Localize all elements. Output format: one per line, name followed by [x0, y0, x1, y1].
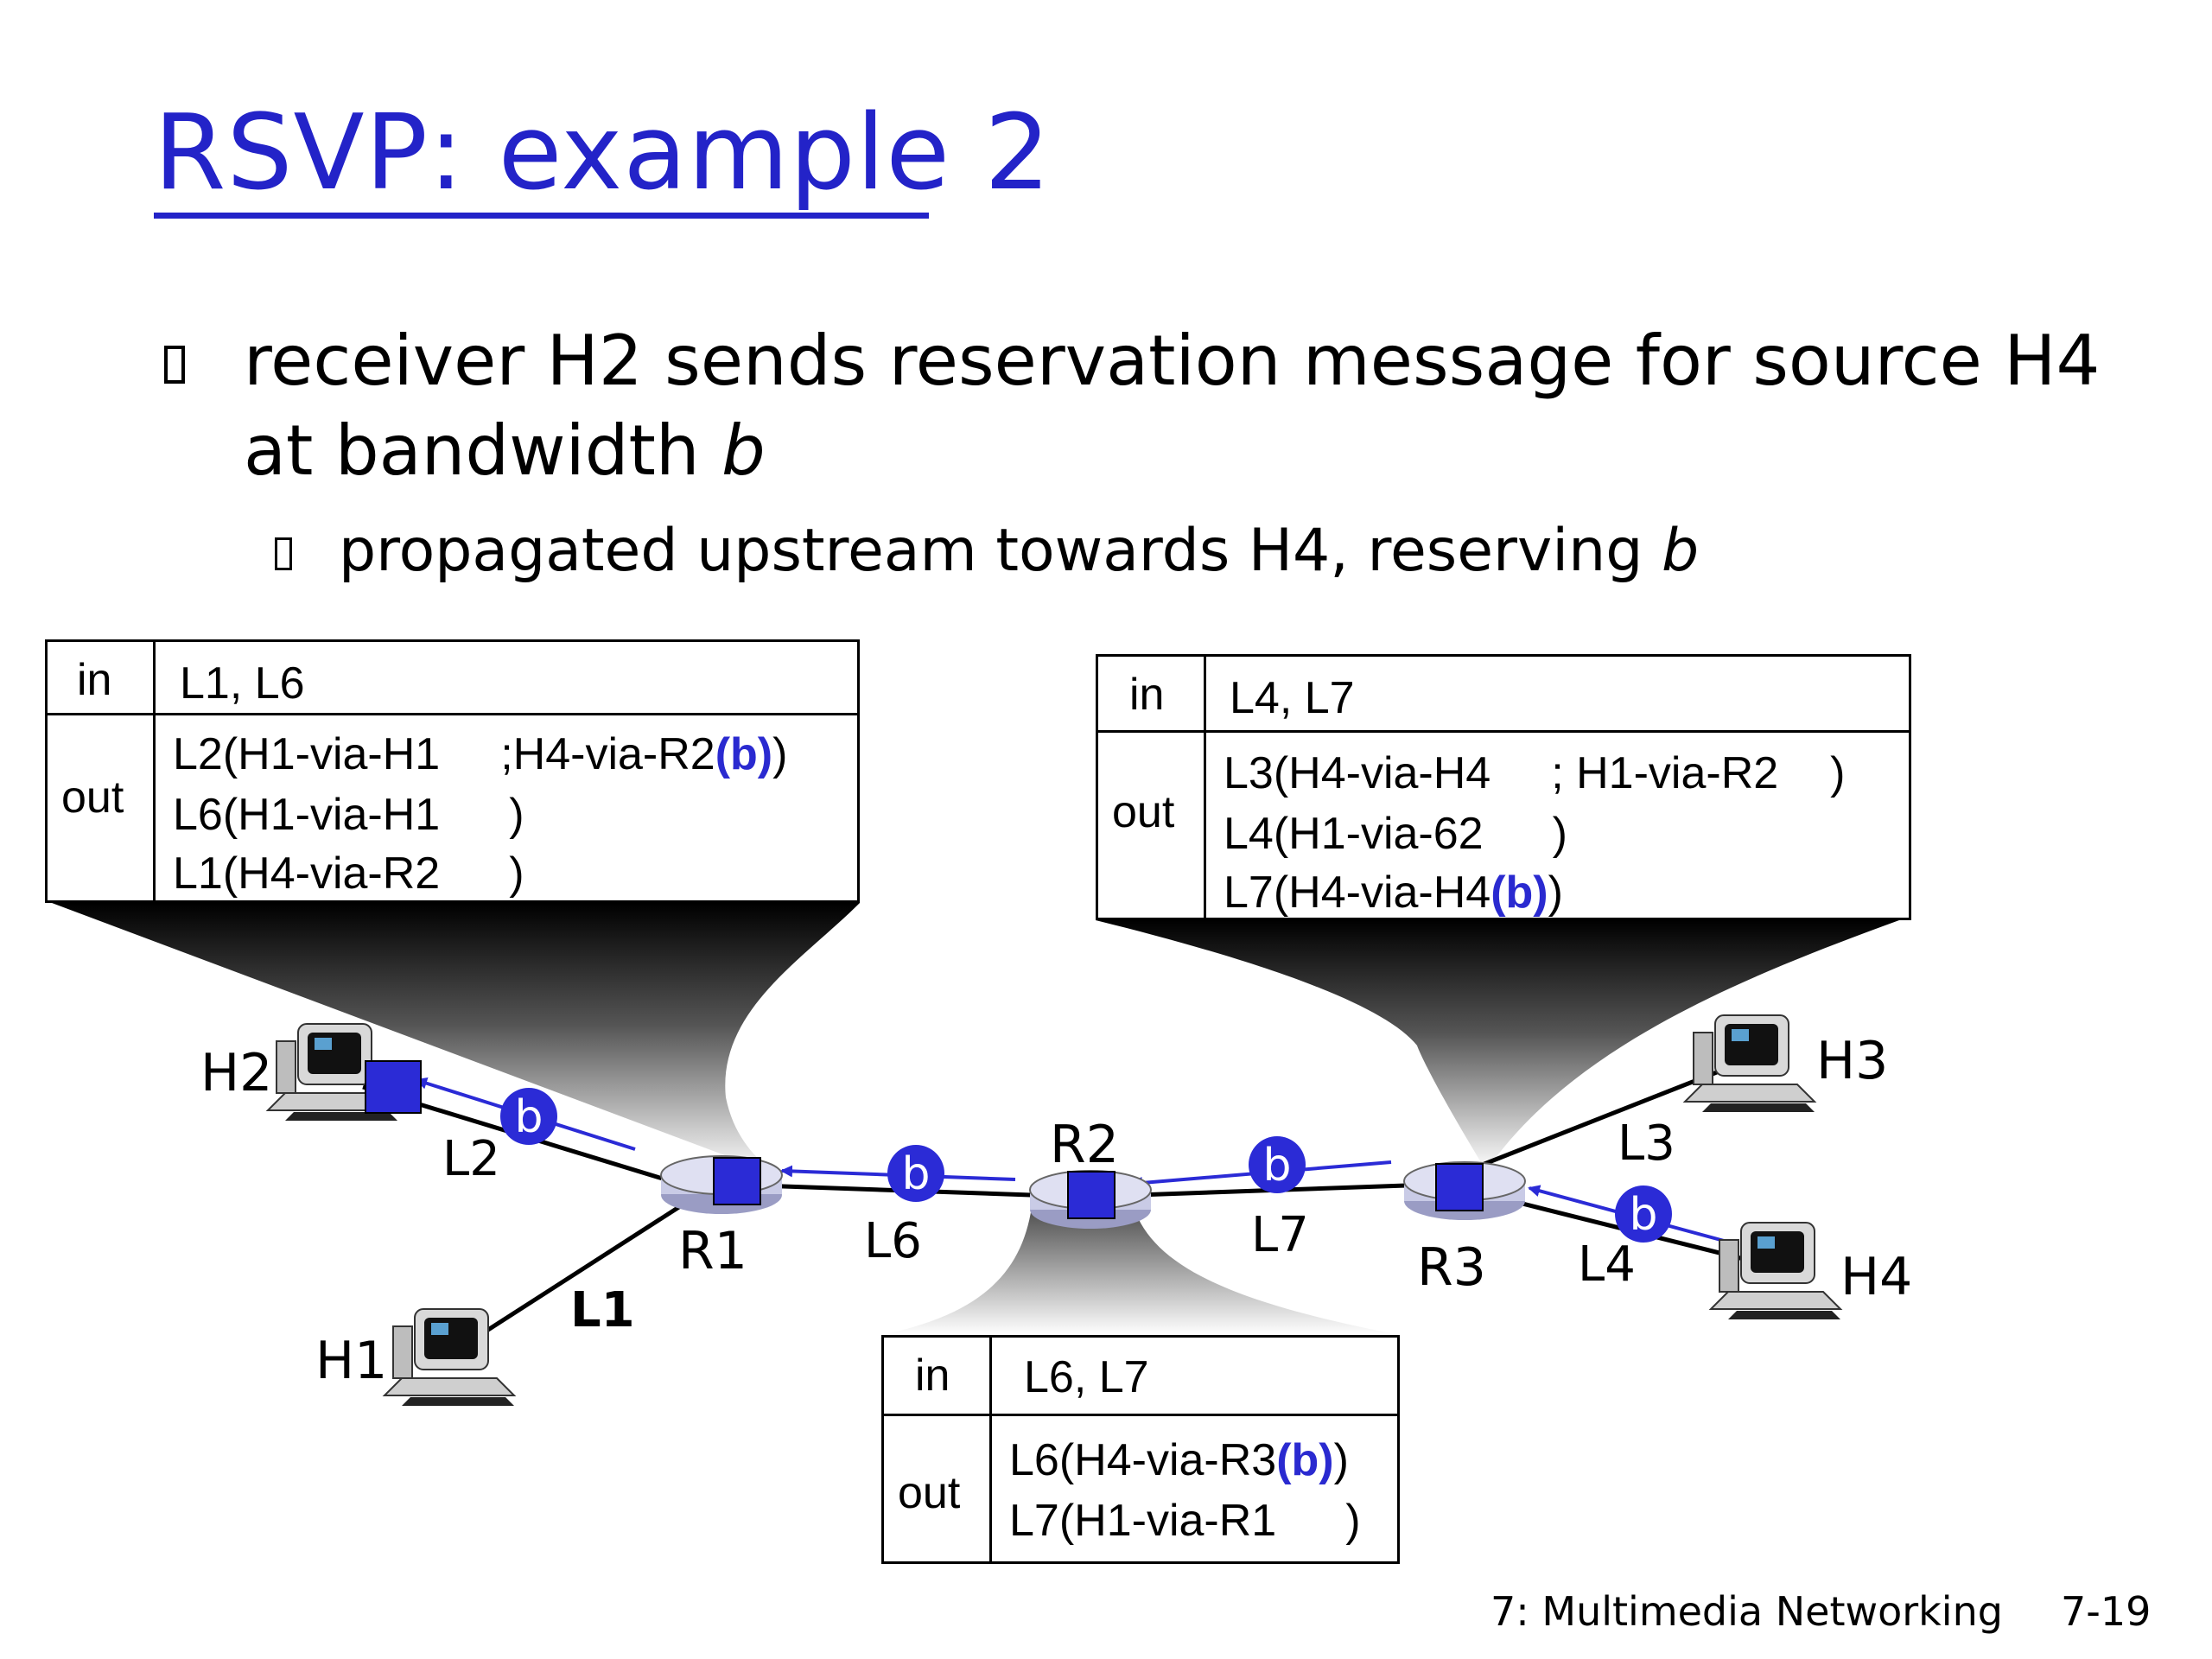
- r2-state-table: in L6, L7 out L6(H4-via-R3(b)) L7(H1-via…: [881, 1335, 1400, 1564]
- table-row: L1(H4-via-R2): [173, 849, 524, 899]
- badge-l7: b: [1249, 1136, 1306, 1193]
- main-bullet-line-1: receiver H2 sends reservation message fo…: [244, 316, 2100, 406]
- table-row: L4(H1-via-62): [1224, 809, 1567, 859]
- router-r1: [660, 1155, 783, 1214]
- node-label-h3: H3: [1816, 1031, 1888, 1091]
- link-label-l2: L2: [442, 1131, 500, 1187]
- out-label: out: [61, 772, 124, 823]
- sub-bandwidth-var: b: [1662, 517, 1700, 585]
- page-title: RSVP: example 2: [154, 93, 1052, 213]
- in-label: in: [77, 655, 112, 705]
- node-label-r2: R2: [1050, 1115, 1119, 1175]
- computer-icon-h1: [382, 1308, 517, 1406]
- table-row: L2(H1-via-H1;H4-via-R2(b)): [173, 729, 788, 779]
- badge-l2: b: [500, 1088, 557, 1145]
- table-row: L6(H4-via-R3(b)): [1009, 1435, 1349, 1485]
- r1-callout: [52, 903, 860, 1175]
- badge-l6: b: [887, 1145, 944, 1202]
- title-underline: [154, 213, 929, 219]
- table-row: L7(H1-via-R1): [1009, 1496, 1361, 1546]
- computer-icon-h3: [1682, 1014, 1817, 1112]
- table-divider: [884, 1414, 1397, 1416]
- sub-bullet: propagated upstream towards H4, reservin…: [339, 513, 1699, 589]
- node-label-h1: H1: [315, 1331, 387, 1391]
- table-divider: [1204, 657, 1206, 918]
- in-value: L4, L7: [1230, 673, 1355, 723]
- router-r3: [1403, 1161, 1526, 1220]
- footer-page-number: 7-19: [2061, 1588, 2152, 1635]
- svg-text:b: b: [1262, 1140, 1291, 1192]
- node-label-r3: R3: [1417, 1237, 1486, 1298]
- main-bullet-text-2: at bandwidth: [244, 410, 722, 491]
- main-bullet-line-2: at bandwidth b: [244, 406, 766, 496]
- footer-chapter: 7: Multimedia Networking: [1491, 1588, 2003, 1635]
- computer-icon-h4: [1708, 1222, 1843, 1319]
- svg-text:b: b: [901, 1148, 930, 1200]
- table-row: L3(H4-via-H4; H1-via-R2): [1224, 748, 1846, 798]
- out-label: out: [898, 1468, 961, 1518]
- bullet-marker: [164, 346, 185, 384]
- h2-interface-box: [365, 1060, 422, 1114]
- node-label-r1: R1: [678, 1221, 747, 1281]
- svg-text:b: b: [1629, 1189, 1657, 1241]
- table-divider: [1098, 730, 1909, 733]
- in-label: in: [915, 1351, 950, 1401]
- r2-callout: [881, 1201, 1400, 1335]
- main-bullet-text: receiver H2 sends reservation message fo…: [244, 321, 2101, 401]
- out-label: out: [1112, 787, 1175, 837]
- in-value: L6, L7: [1024, 1352, 1149, 1402]
- sub-bullet-text: propagated upstream towards H4, reservin…: [339, 517, 1662, 585]
- link-label-l1: L1: [570, 1282, 635, 1338]
- table-divider: [989, 1338, 992, 1561]
- svg-text:b: b: [514, 1091, 543, 1143]
- badge-l4: b: [1615, 1185, 1672, 1243]
- r3-state-table: in L4, L7 out L3(H4-via-H4; H1-via-R2) L…: [1096, 654, 1911, 920]
- router-r2: [1029, 1170, 1152, 1229]
- in-value: L1, L6: [180, 658, 305, 709]
- in-label: in: [1129, 670, 1165, 720]
- r1-state-table: in L1, L6 out L2(H1-via-H1;H4-via-R2(b))…: [45, 639, 860, 903]
- link-label-l7: L7: [1251, 1207, 1309, 1263]
- link-label-l3: L3: [1618, 1116, 1675, 1172]
- table-divider: [48, 713, 857, 715]
- table-divider: [153, 642, 156, 900]
- link-label-l6: L6: [864, 1213, 922, 1269]
- sub-bullet-marker: [275, 537, 292, 570]
- node-label-h2: H2: [200, 1043, 272, 1103]
- table-row: L6(H1-via-H1): [173, 790, 524, 840]
- link-l1: [465, 1185, 710, 1346]
- node-label-h4: H4: [1840, 1247, 1912, 1307]
- link-label-l4: L4: [1578, 1236, 1636, 1293]
- bandwidth-var: b: [721, 410, 766, 491]
- table-row: L7(H4-via-H4(b)): [1224, 868, 1563, 918]
- r3-callout: [1096, 920, 1899, 1171]
- computer-icon-h2: [265, 1023, 400, 1121]
